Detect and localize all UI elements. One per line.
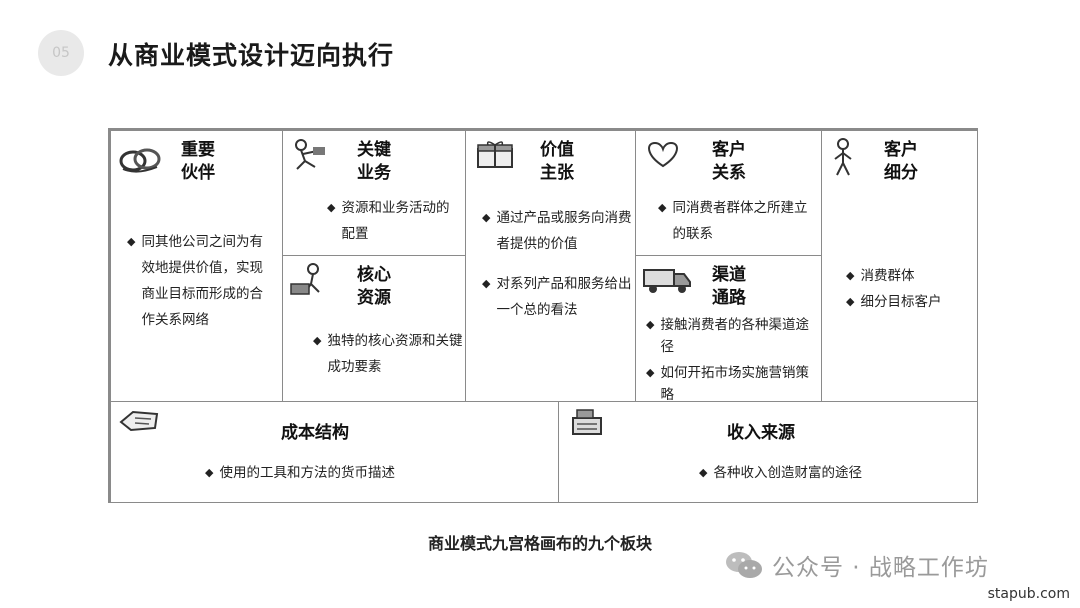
bullet-list: ◆独特的核心资源和关键成功要素 xyxy=(313,328,463,380)
cell-title: 客户 关系 xyxy=(712,140,746,183)
list-item: ◆通过产品或服务向消费者提供的价值 xyxy=(482,210,632,252)
cell-title: 关键 业务 xyxy=(357,140,391,183)
list-item: ◆独特的核心资源和关键成功要素 xyxy=(313,333,463,375)
cell-customer-relationships: 客户 关系 ◆同消费者群体之所建立的联系 xyxy=(635,130,823,257)
list-item: ◆资源和业务活动的配置 xyxy=(327,200,450,242)
figure-caption: 商业模式九宫格画布的九个板块 xyxy=(427,534,652,553)
cell-cost-structure: 成本结构 ◆使用的工具和方法的货币描述 xyxy=(110,401,560,503)
cash-register-icon xyxy=(572,409,602,435)
cell-customer-segments: 客户 细分 ◆消费群体 ◆细分目标客户 xyxy=(821,130,978,403)
cell-title: 渠道 通路 xyxy=(712,265,746,308)
cell-title: 核心 资源 xyxy=(357,265,391,308)
watermark: 公众号 · 战略工作坊 xyxy=(724,548,989,582)
bullet-list: ◆使用的工具和方法的货币描述 xyxy=(205,460,535,486)
worker-icon xyxy=(295,139,325,170)
cell-title: 客户 细分 xyxy=(884,140,918,183)
slide-number-badge: 05 xyxy=(38,30,84,76)
bullet-list: ◆同其他公司之间为有效地提供价值，实现商业目标而形成的合作关系网络 xyxy=(127,229,275,333)
list-item: ◆接触消费者的各种渠道途径 xyxy=(646,317,809,355)
site-url: stapub.com xyxy=(987,586,1070,602)
cell-revenue-streams: 收入来源 ◆各种收入创造财富的途径 xyxy=(558,401,978,503)
cell-key-partners: 重要 伙伴 ◆同其他公司之间为有效地提供价值，实现商业目标而形成的合作关系网络 xyxy=(110,130,284,403)
cell-title: 收入来源 xyxy=(727,423,795,443)
list-item: ◆如何开拓市场实施营销策略 xyxy=(646,365,809,403)
heart-icon xyxy=(648,141,678,168)
list-item: ◆各种收入创造财富的途径 xyxy=(699,465,862,481)
cell-value-proposition: 价值 主张 ◆通过产品或服务向消费者提供的价值 ◆对系列产品和服务给出一个总的看… xyxy=(465,130,637,403)
wechat-icon xyxy=(726,552,762,578)
person-lifting-icon xyxy=(290,263,320,295)
truck-icon xyxy=(643,269,691,293)
list-item: ◆同其他公司之间为有效地提供价值，实现商业目标而形成的合作关系网络 xyxy=(127,234,263,328)
bullet-list: ◆各种收入创造财富的途径 xyxy=(699,460,959,486)
list-item: ◆消费群体 xyxy=(846,268,915,284)
watermark-text: 公众号 · 战略工作坊 xyxy=(772,555,989,581)
handshake-rings-icon xyxy=(119,148,161,173)
cell-title: 价值 主张 xyxy=(540,140,574,183)
bullet-list: ◆通过产品或服务向消费者提供的价值 ◆对系列产品和服务给出一个总的看法 xyxy=(482,205,632,323)
bullet-list: ◆资源和业务活动的配置 xyxy=(327,195,453,247)
business-model-canvas: 重要 伙伴 ◆同其他公司之间为有效地提供价值，实现商业目标而形成的合作关系网络 … xyxy=(108,128,978,503)
list-item: ◆同消费者群体之所建立的联系 xyxy=(658,200,808,242)
list-item: ◆使用的工具和方法的货币描述 xyxy=(205,465,395,481)
person-standing-icon xyxy=(834,138,852,176)
gift-icon xyxy=(477,141,513,168)
bullet-list: ◆同消费者群体之所建立的联系 xyxy=(658,195,818,247)
bullet-list: ◆接触消费者的各种渠道途径 ◆如何开拓市场实施营销策略 xyxy=(646,314,816,406)
cell-channels: 渠道 通路 ◆接触消费者的各种渠道途径 ◆如何开拓市场实施营销策略 xyxy=(635,255,823,403)
cell-key-activities: 关键 业务 ◆资源和业务活动的配置 xyxy=(282,130,467,257)
cell-key-resources: 核心 资源 ◆独特的核心资源和关键成功要素 xyxy=(282,255,467,403)
list-item: ◆对系列产品和服务给出一个总的看法 xyxy=(482,276,632,318)
price-tag-icon xyxy=(119,410,159,432)
cell-title: 成本结构 xyxy=(281,423,349,443)
page-title: 从商业模式设计迈向执行 xyxy=(108,41,395,70)
cell-title: 重要 伙伴 xyxy=(181,140,215,183)
bullet-list: ◆消费群体 ◆细分目标客户 xyxy=(846,263,974,315)
list-item: ◆细分目标客户 xyxy=(846,294,942,310)
